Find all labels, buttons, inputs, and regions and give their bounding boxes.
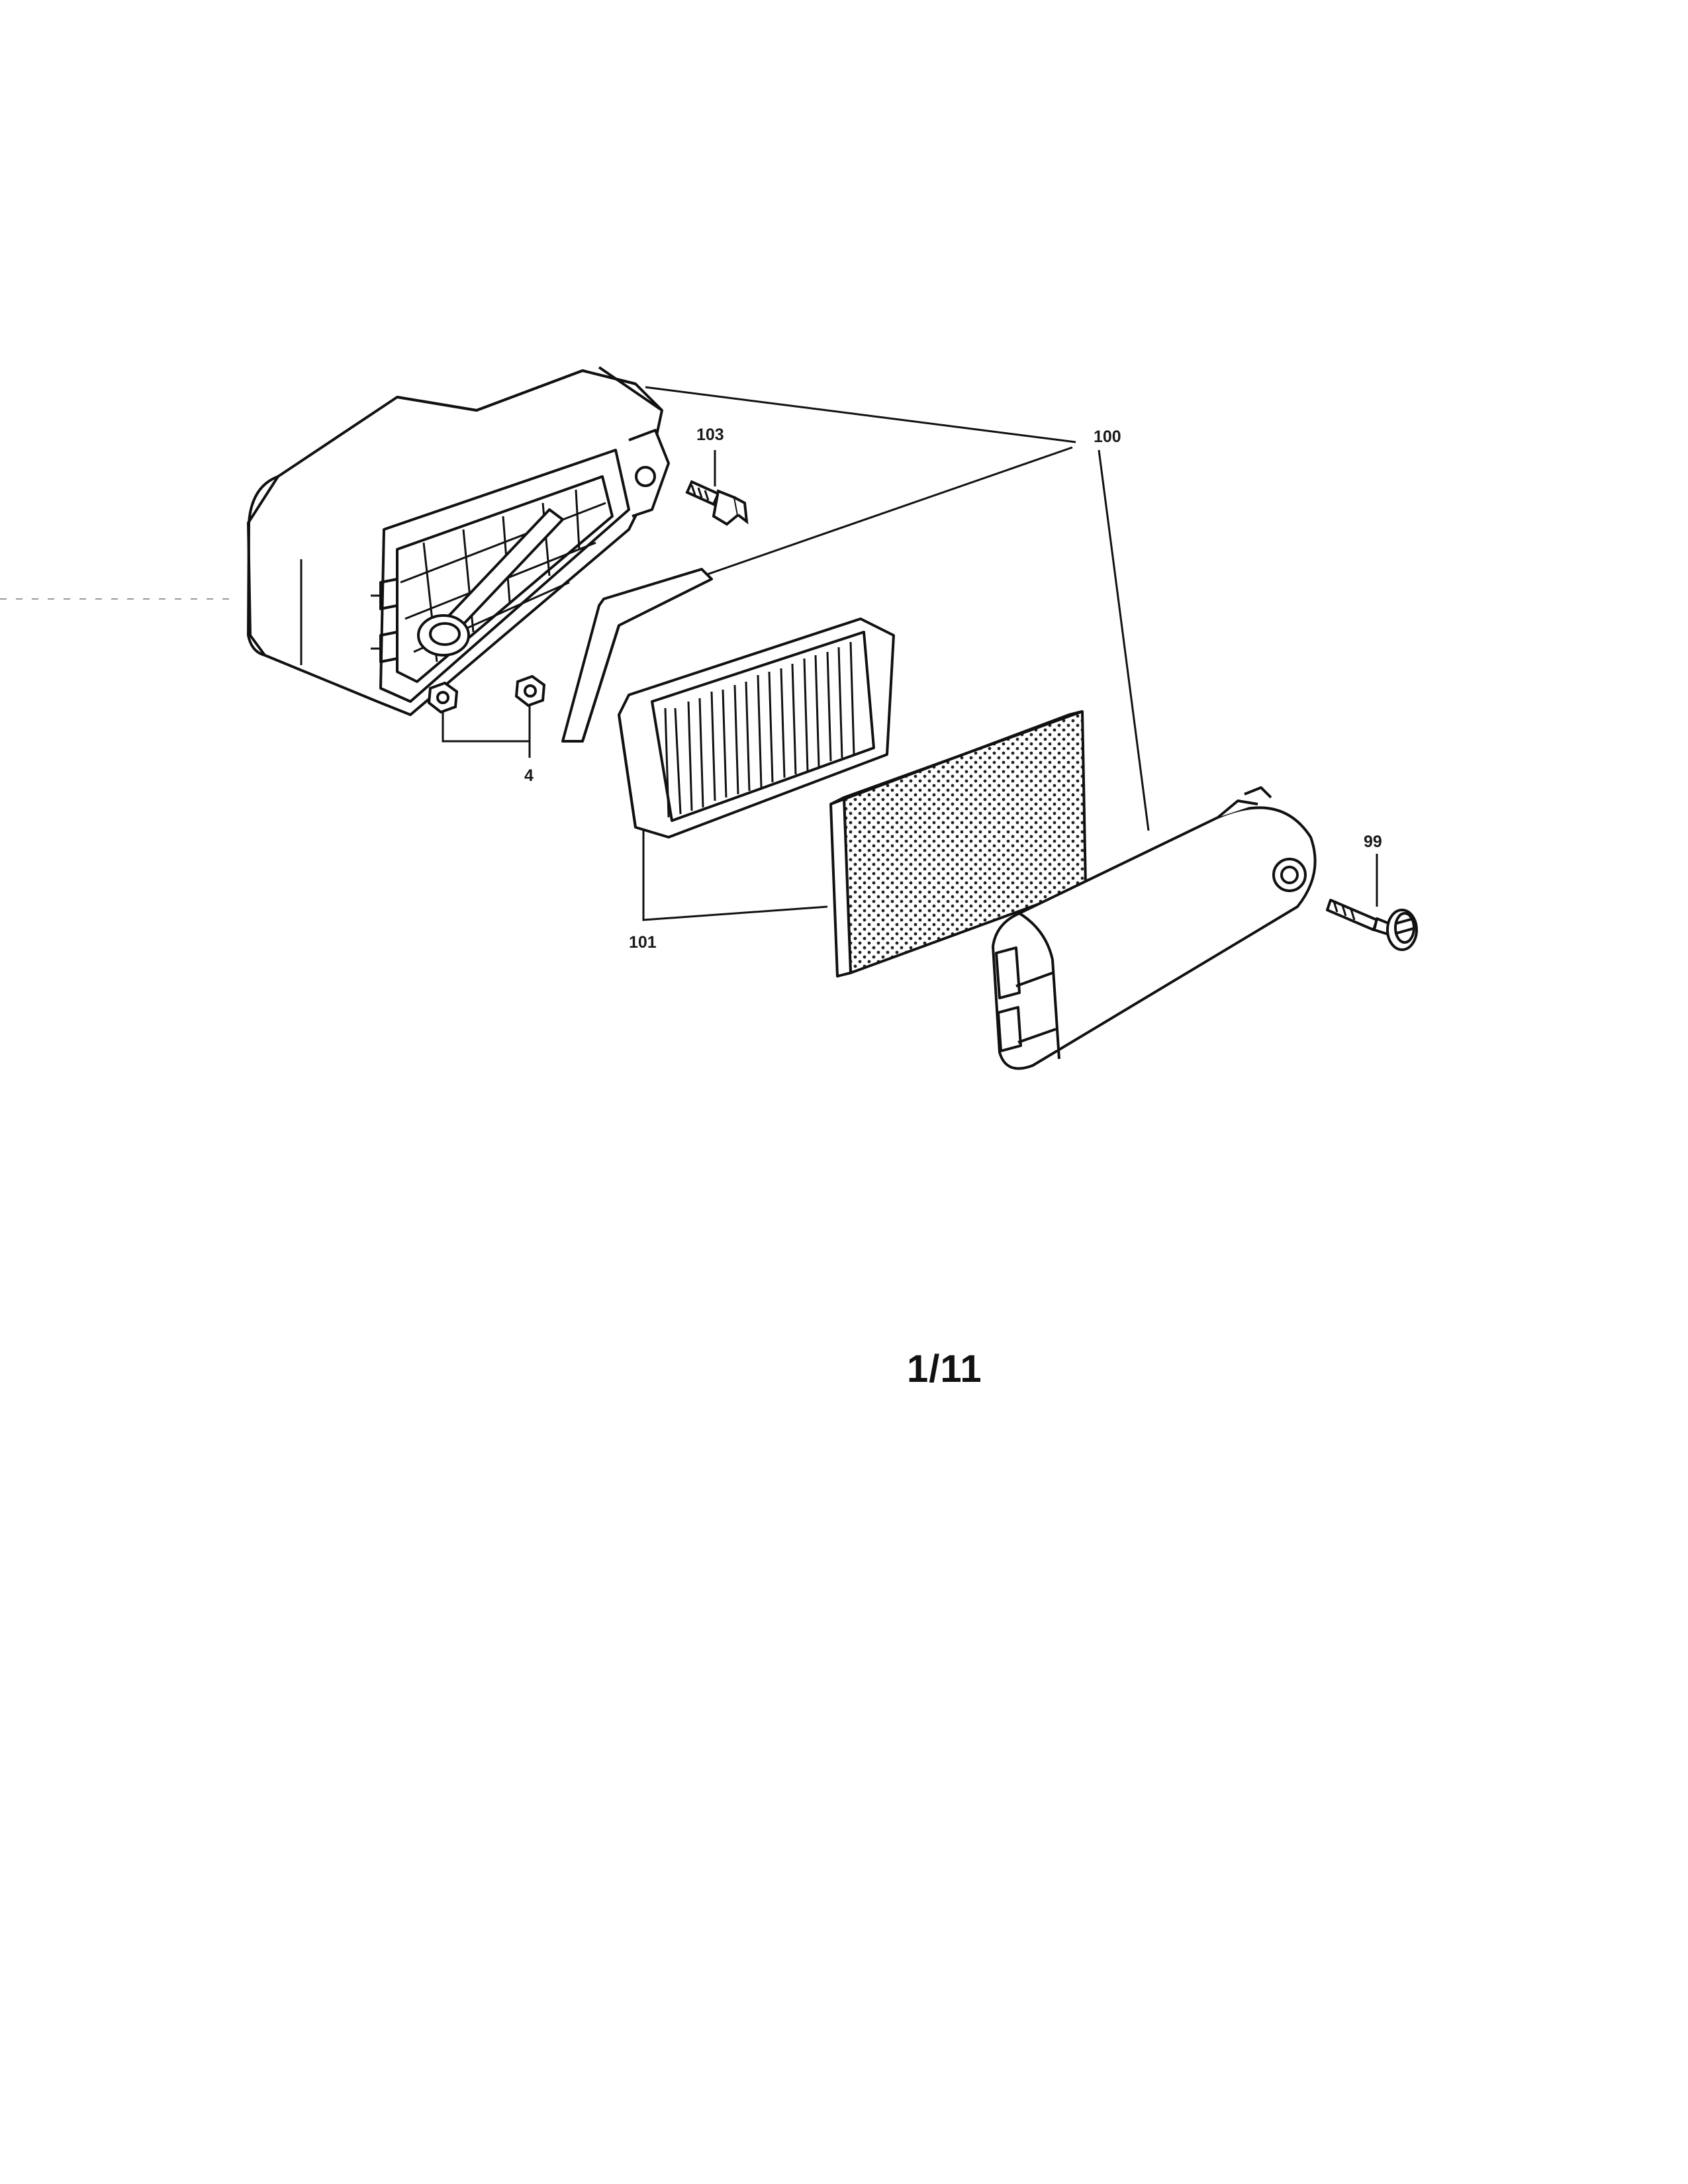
air-cleaner-cover <box>992 786 1317 1070</box>
callout-4: 4 <box>524 766 534 785</box>
hex-nut <box>427 681 459 714</box>
hex-nut <box>514 674 546 707</box>
foam-pre-cleaner-strip <box>561 568 713 743</box>
callout-99: 99 <box>1364 833 1382 851</box>
leader-lines <box>442 386 1378 921</box>
cover-knob-screw <box>1326 899 1418 951</box>
mounting-bolt <box>685 480 749 526</box>
callout-100: 100 <box>1094 428 1121 446</box>
foam-filter-element <box>829 710 1087 978</box>
callout-101: 101 <box>629 933 657 952</box>
air-cleaner-base <box>247 366 670 716</box>
callout-103: 103 <box>696 426 724 444</box>
page-number: 1/11 <box>907 1347 982 1390</box>
pleated-paper-filter <box>618 617 895 839</box>
